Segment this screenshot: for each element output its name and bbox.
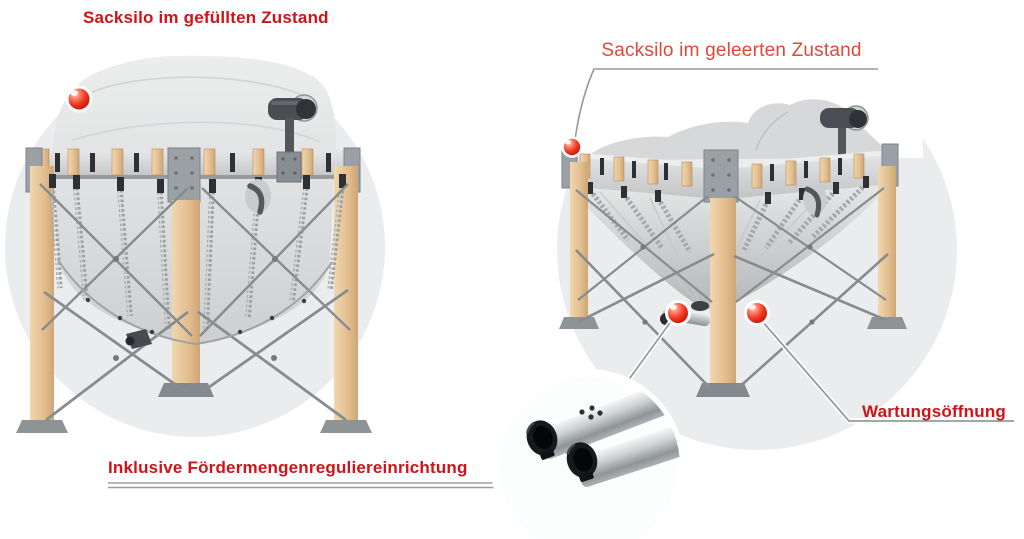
filled-silo-label: Sacksilo im gefüllten Zustand (83, 8, 329, 27)
emptied-silo-label: Sacksilo im geleerten Zustand (601, 40, 862, 61)
bag-wrinkle (71, 121, 321, 143)
hotspot-markers (65, 85, 770, 326)
closeup-clamp-lower (566, 442, 598, 482)
regulator-label: Inklusive Fördermengenreguliereinrichtun… (108, 458, 468, 477)
outlet-nozzle (125, 329, 152, 349)
hem-hooks (85, 297, 307, 335)
bag-wrinkle (91, 76, 301, 95)
bag-back-wall (592, 99, 886, 160)
closeup-pipe-lower (575, 416, 680, 487)
filling-pipe-assembly (268, 94, 318, 183)
leader-regulator-marker (624, 318, 675, 384)
rim-highlight (738, 150, 890, 168)
red-sphere-marker-maintenance (744, 300, 770, 326)
wooden-posts (559, 162, 907, 397)
rim-highlight (566, 152, 706, 168)
maintenance-label: Wartungsöffnung (862, 402, 1006, 421)
bag-hem (57, 259, 333, 346)
red-sphere-marker-regulator (665, 300, 691, 326)
closeup-pipe-upper (537, 378, 680, 459)
leader-maintenance (760, 319, 1014, 424)
filled-silo-illustration (16, 55, 372, 433)
rim-straps (600, 158, 842, 181)
red-sphere-marker-emptied-silo (561, 136, 583, 158)
cable-bolts (113, 256, 278, 361)
closeup-clamp-upper (525, 420, 558, 460)
maintenance-opening (803, 184, 827, 218)
red-sphere-marker-filled-silo (65, 85, 93, 113)
leader-emptied-label (574, 68, 878, 141)
wooden-posts (16, 166, 372, 433)
vent-handle (245, 179, 271, 215)
regulator-closeup-circle (491, 369, 685, 539)
regulator-underline (108, 482, 497, 489)
chute-fold (755, 111, 789, 151)
cable-bolts (640, 244, 815, 325)
pipe-vent-holes (579, 405, 603, 420)
